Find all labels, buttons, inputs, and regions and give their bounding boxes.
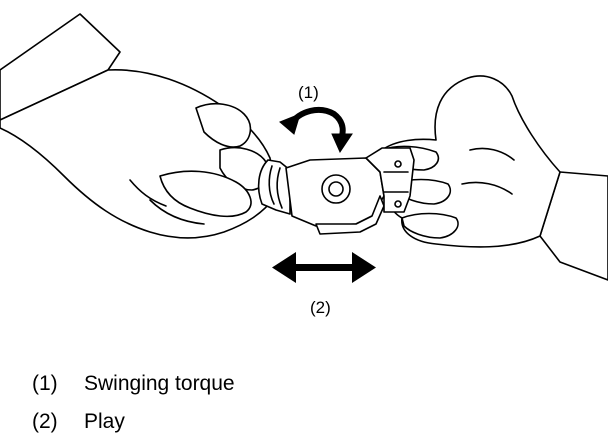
callout-1: (1) bbox=[298, 83, 319, 102]
right-sleeve bbox=[539, 171, 608, 281]
legend-text: Swinging torque bbox=[84, 372, 235, 395]
play-arrow-icon bbox=[272, 252, 376, 283]
legend-text: Play bbox=[84, 410, 125, 433]
left-sleeve bbox=[0, 13, 121, 121]
left-finger-1 bbox=[195, 102, 252, 148]
swing-arrow-icon bbox=[279, 107, 353, 154]
legend-item: (2) Play bbox=[32, 410, 235, 448]
joint-flange bbox=[365, 147, 415, 213]
callout-2: (2) bbox=[310, 298, 331, 317]
left-thumb bbox=[159, 170, 252, 218]
legend-item: (1) Swinging torque bbox=[32, 372, 235, 410]
legend-key: (1) bbox=[32, 372, 58, 395]
legend: (1) Swinging torque (2) Play bbox=[32, 372, 235, 448]
legend-key: (2) bbox=[32, 410, 58, 433]
right-finger-3 bbox=[401, 212, 459, 239]
